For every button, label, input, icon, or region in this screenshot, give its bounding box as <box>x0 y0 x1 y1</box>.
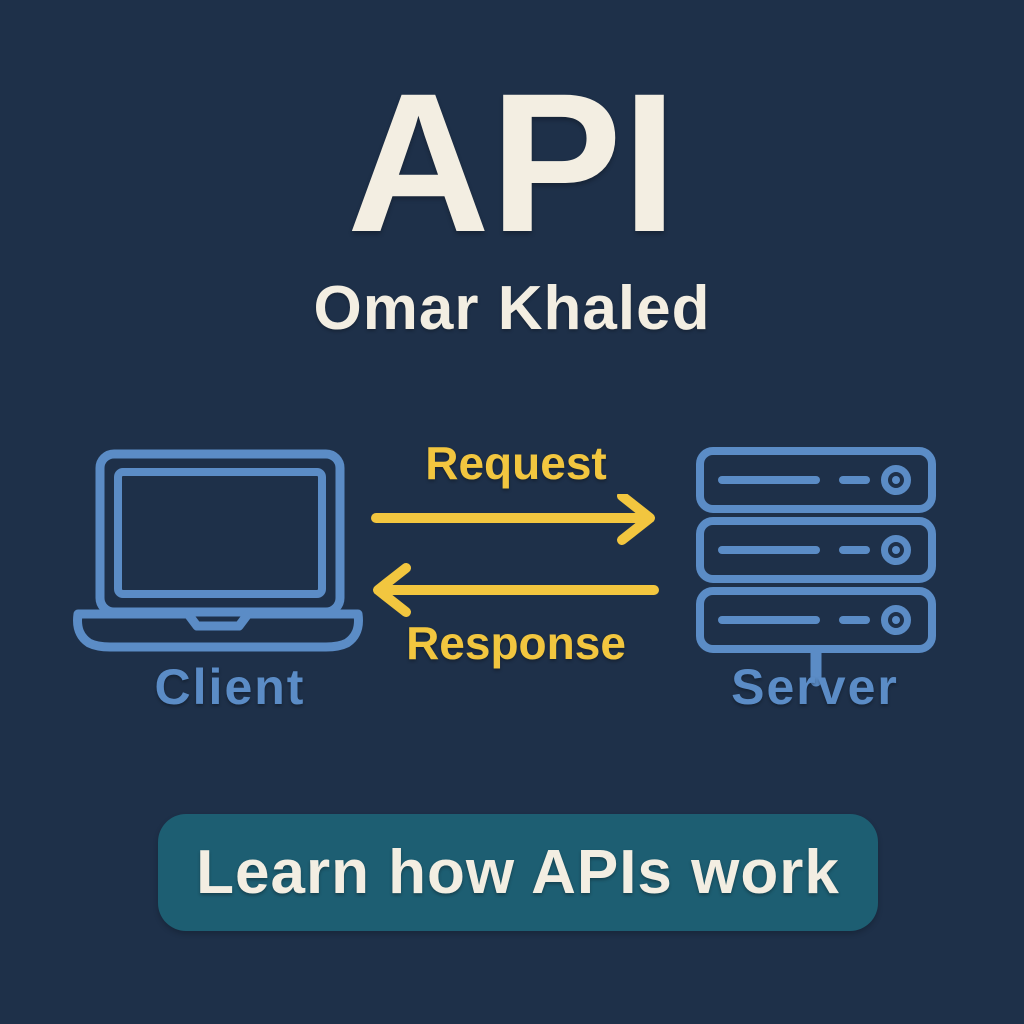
server-label: Server <box>731 659 899 715</box>
arrow-left-icon <box>373 563 659 617</box>
author-subtitle: Omar Khaled <box>313 274 711 343</box>
cta-button[interactable]: Learn how APIs work <box>158 814 878 931</box>
cta-button-label: Learn how APIs work <box>196 837 840 907</box>
response-label: Response <box>406 617 626 669</box>
request-response-arrows <box>371 494 659 617</box>
server-icon <box>696 447 936 687</box>
arrow-right-icon <box>371 494 655 545</box>
laptop-icon <box>73 449 363 652</box>
page-title: API <box>346 52 678 273</box>
client-label: Client <box>154 659 306 715</box>
request-label: Request <box>425 437 607 489</box>
